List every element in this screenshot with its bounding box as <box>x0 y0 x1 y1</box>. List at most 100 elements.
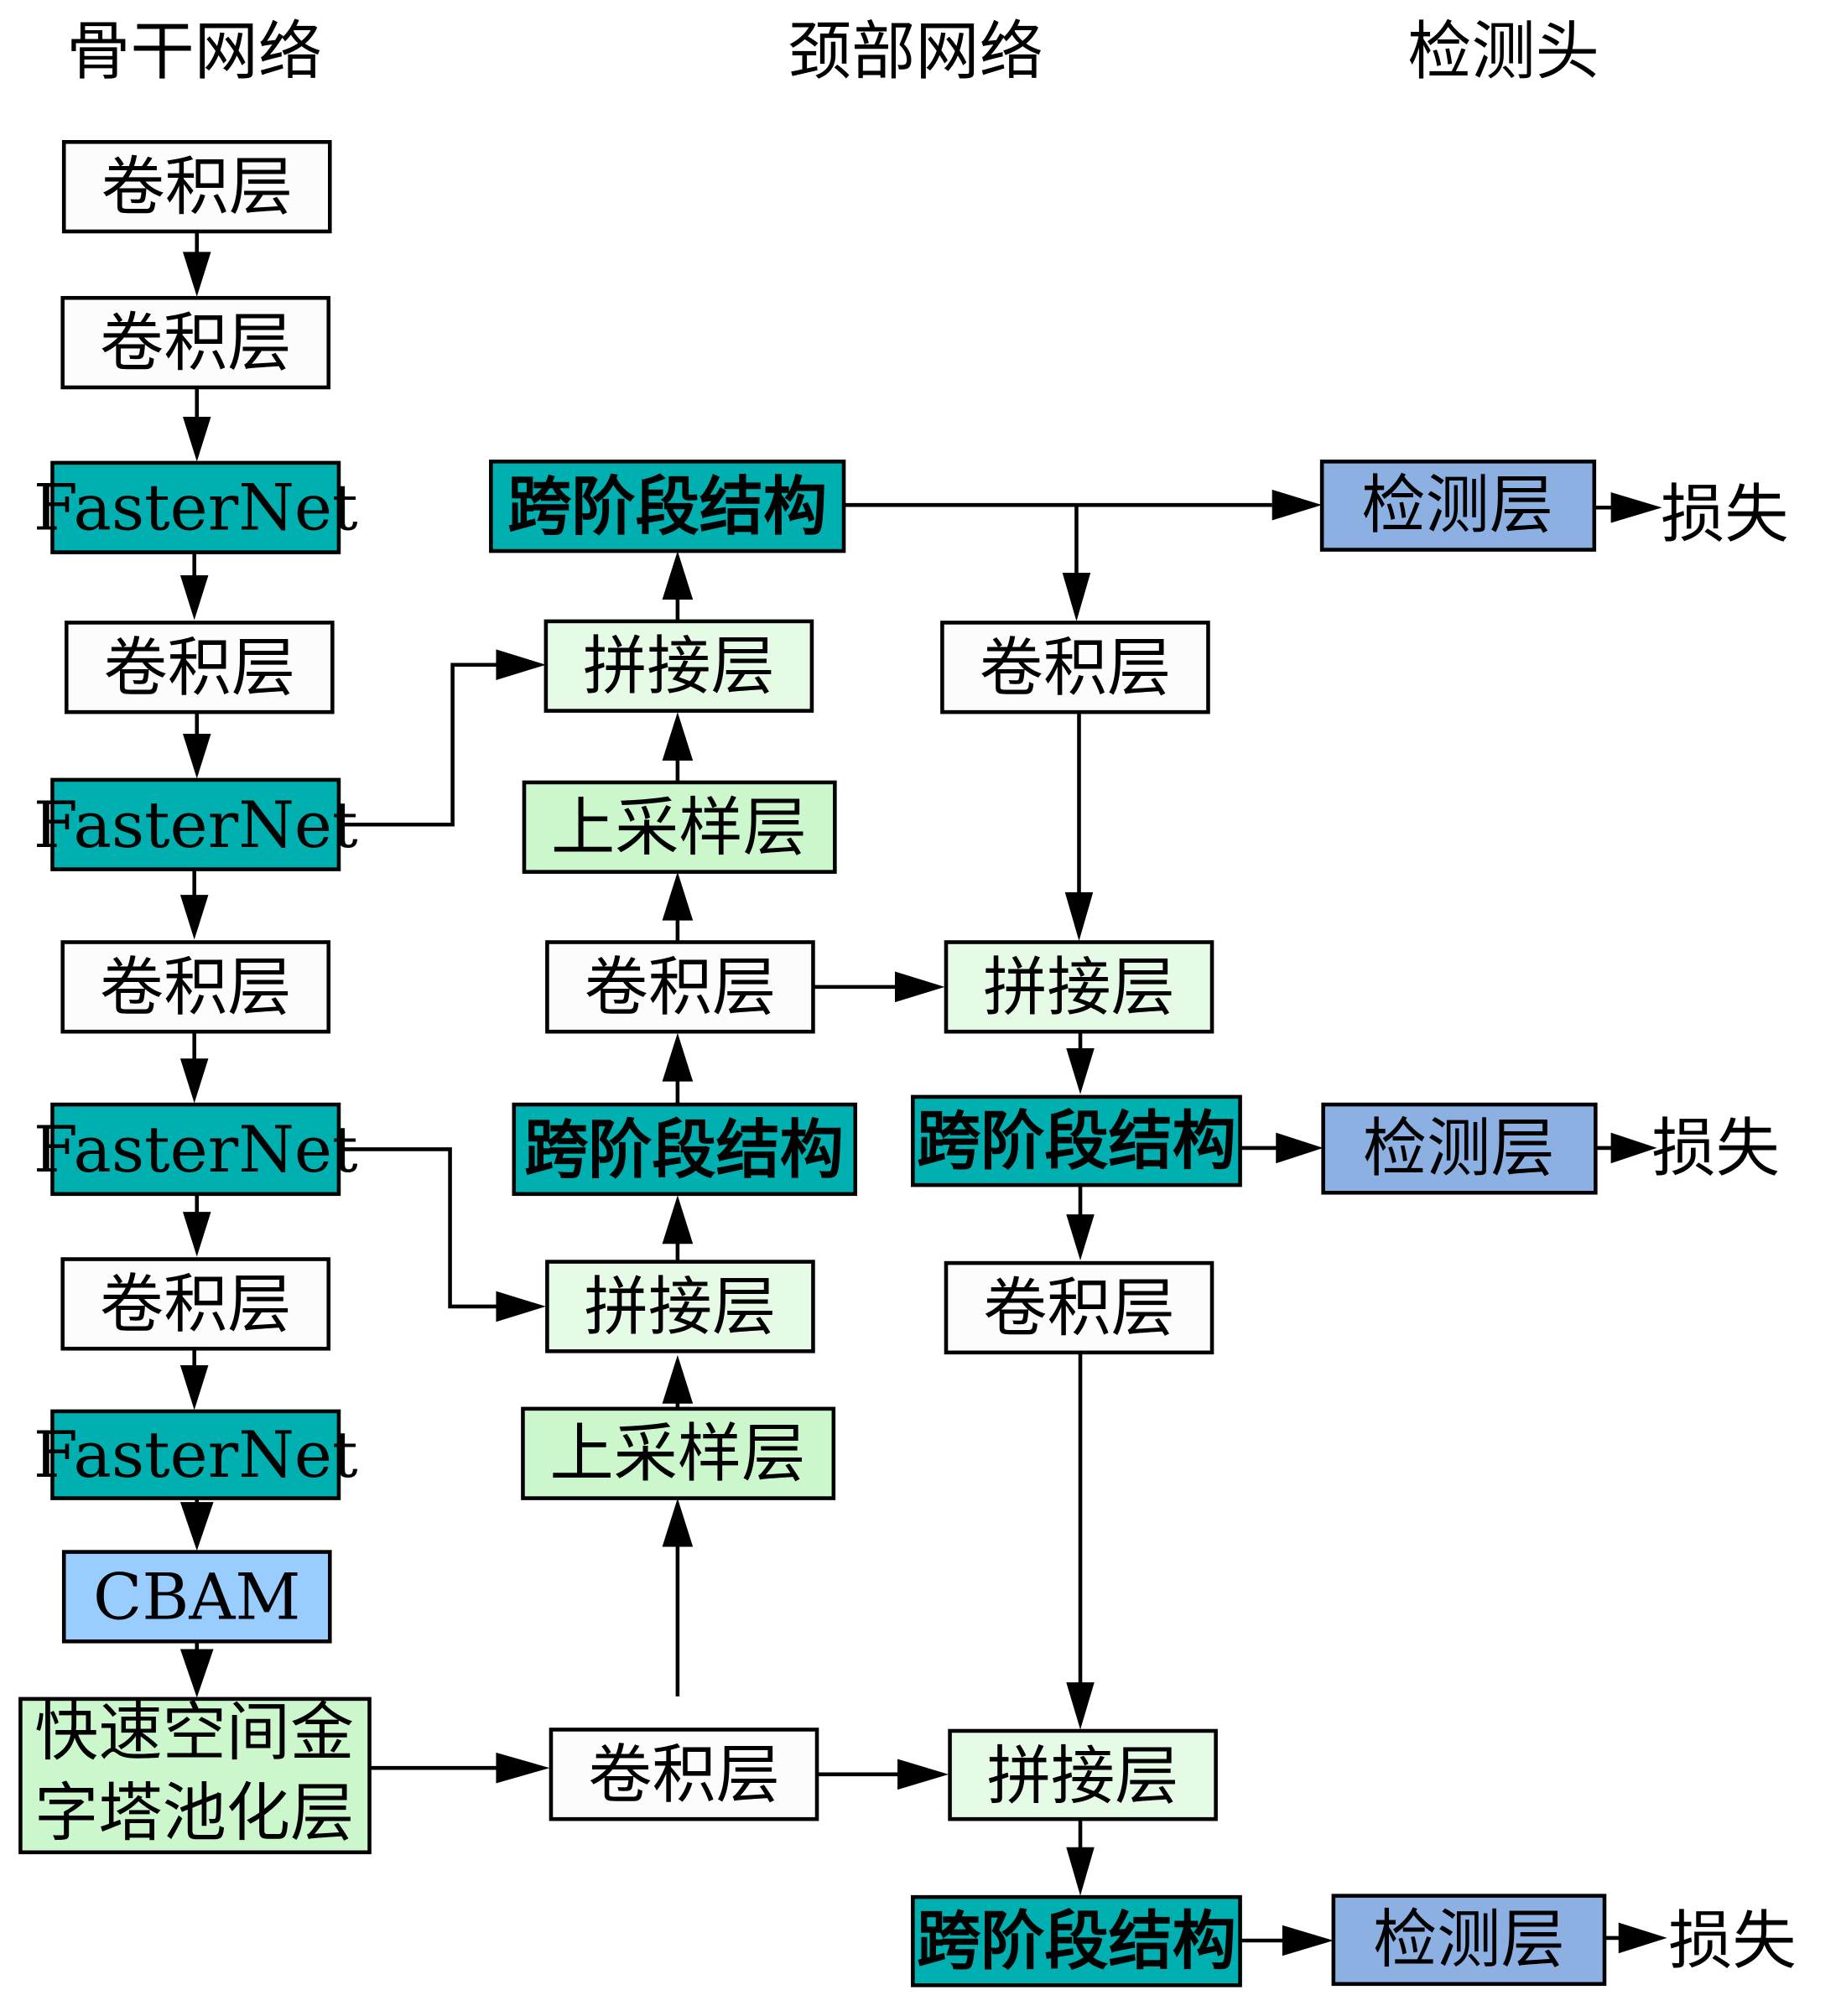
node-label: 拼接层 <box>987 1738 1179 1813</box>
node-conv-b6[interactable]: 卷积层 <box>60 940 331 1034</box>
node-label: 卷积层 <box>585 949 777 1024</box>
arrowhead-up <box>662 1195 694 1244</box>
node-csp-n5[interactable]: 跨阶段结构 <box>512 1102 858 1197</box>
node-conv-b4[interactable]: 卷积层 <box>64 621 335 714</box>
node-label: 拼接层 <box>983 949 1175 1024</box>
node-fasternet-b7[interactable]: FasterNet <box>34 1102 358 1197</box>
loss-label: 损失 <box>1661 476 1788 551</box>
node-concat-n6[interactable]: 拼接层 <box>545 1260 815 1354</box>
arrowhead-right <box>496 1752 550 1784</box>
arrowhead-right <box>1282 1925 1334 1956</box>
neck-right: 卷积层 拼接层 跨阶段结构 卷积层 拼接层 跨阶段结构 <box>911 621 1242 1987</box>
arrowhead-right <box>496 649 546 681</box>
node-label: 拼接层 <box>585 1269 777 1343</box>
node-fasternet-b5[interactable]: FasterNet <box>34 777 358 871</box>
node-conv-m4[interactable]: 卷积层 <box>944 1260 1214 1355</box>
arrowhead-down <box>179 895 209 940</box>
box <box>60 940 331 1034</box>
box <box>521 1406 836 1500</box>
arrowhead-down <box>179 575 209 621</box>
loss-label: 损失 <box>1651 1110 1779 1185</box>
node-csp-m6[interactable]: 跨阶段结构 <box>911 1894 1242 1987</box>
node-sppf-b11[interactable]: 快速空间金 字塔池化层 <box>18 1695 372 1855</box>
node-conv-b8[interactable]: 卷积层 <box>60 1257 331 1351</box>
box <box>18 1696 372 1855</box>
node-label: 检测层 <box>1373 1902 1565 1977</box>
node-label: 卷积层 <box>100 1266 292 1341</box>
arrowhead-down <box>1064 892 1094 941</box>
arrowhead-up <box>662 712 694 761</box>
node-label: FasterNet <box>34 787 358 862</box>
node-concat-m5[interactable]: 拼接层 <box>948 1728 1218 1821</box>
node-label: FasterNet <box>34 1417 358 1492</box>
arrowhead-down <box>1066 1214 1095 1261</box>
box <box>911 1094 1242 1187</box>
box <box>50 777 341 871</box>
node-detect-d2[interactable]: 检测层 <box>1321 1102 1598 1195</box>
box <box>60 1257 331 1351</box>
box <box>50 460 341 554</box>
box <box>1319 460 1597 552</box>
arrowhead-up <box>662 551 694 600</box>
arrowhead-right <box>897 1759 949 1790</box>
arrowhead-down <box>179 1649 214 1698</box>
arrowhead-up <box>662 1498 694 1547</box>
arrowhead-down <box>1066 1048 1095 1094</box>
box <box>522 780 837 874</box>
node-conv-n4[interactable]: 卷积层 <box>545 940 815 1034</box>
node-label: 上采样层 <box>549 1416 805 1491</box>
node-conv-b2[interactable]: 卷积层 <box>60 295 331 390</box>
edge-b7-n6 <box>338 1147 506 1309</box>
header-backbone: 骨干网络 <box>66 14 322 89</box>
node-conv-b1[interactable]: 卷积层 <box>61 139 332 234</box>
box <box>512 1102 858 1197</box>
arrowhead-right <box>1610 1132 1657 1164</box>
node-detect-d3[interactable]: 检测层 <box>1331 1894 1607 1987</box>
arrowhead-down <box>1062 572 1091 621</box>
node-label-line2: 字塔池化层 <box>34 1775 354 1850</box>
connectors <box>192 231 1621 1943</box>
edge-b5-n2 <box>338 662 506 827</box>
node-concat-n2[interactable]: 拼接层 <box>543 619 814 713</box>
arrowhead-up <box>662 871 694 921</box>
box <box>61 1550 332 1644</box>
box <box>1331 1894 1607 1987</box>
box <box>944 940 1214 1034</box>
node-concat-m2[interactable]: 拼接层 <box>944 940 1214 1034</box>
node-csp-m3[interactable]: 跨阶段结构 <box>911 1094 1242 1187</box>
node-cbam-b10[interactable]: CBAM <box>61 1550 332 1644</box>
node-label: 检测层 <box>1361 468 1553 543</box>
arrowhead-right <box>895 971 945 1003</box>
node-fasternet-b3[interactable]: FasterNet <box>34 460 358 554</box>
node-upsample-n3[interactable]: 上采样层 <box>522 780 837 874</box>
arrowhead-right <box>1272 489 1323 521</box>
node-fasternet-b9[interactable]: FasterNet <box>34 1409 358 1500</box>
arrowhead-down <box>179 1058 209 1104</box>
loss-label: 损失 <box>1668 1903 1796 1977</box>
box <box>948 1728 1218 1821</box>
node-detect-d1[interactable]: 检测层 <box>1319 460 1597 552</box>
node-label-line1: 快速空间金 <box>34 1695 354 1769</box>
box <box>489 460 846 553</box>
box <box>549 1728 819 1821</box>
arrowhead-right <box>496 1291 546 1322</box>
arrowhead-down <box>1066 1847 1095 1896</box>
header-neck: 颈部网络 <box>788 14 1043 89</box>
node-label: 卷积层 <box>100 949 292 1024</box>
arrowhead-up <box>662 1032 694 1082</box>
box <box>61 139 332 234</box>
node-label: 跨阶段结构 <box>917 1103 1236 1178</box>
header-head: 检测头 <box>1407 14 1599 89</box>
node-label: 上采样层 <box>551 790 807 865</box>
box <box>940 621 1210 714</box>
node-conv-m1[interactable]: 卷积层 <box>940 621 1210 714</box>
box <box>1321 1102 1598 1195</box>
node-label: 卷积层 <box>588 1737 780 1811</box>
node-label: FasterNet <box>34 470 358 545</box>
node-csp-n1[interactable]: 跨阶段结构 <box>489 460 846 553</box>
node-conv-n8[interactable]: 卷积层 <box>549 1728 819 1821</box>
node-label: 拼接层 <box>583 629 775 704</box>
node-upsample-n7[interactable]: 上采样层 <box>521 1406 836 1500</box>
node-label: 卷积层 <box>103 630 295 704</box>
